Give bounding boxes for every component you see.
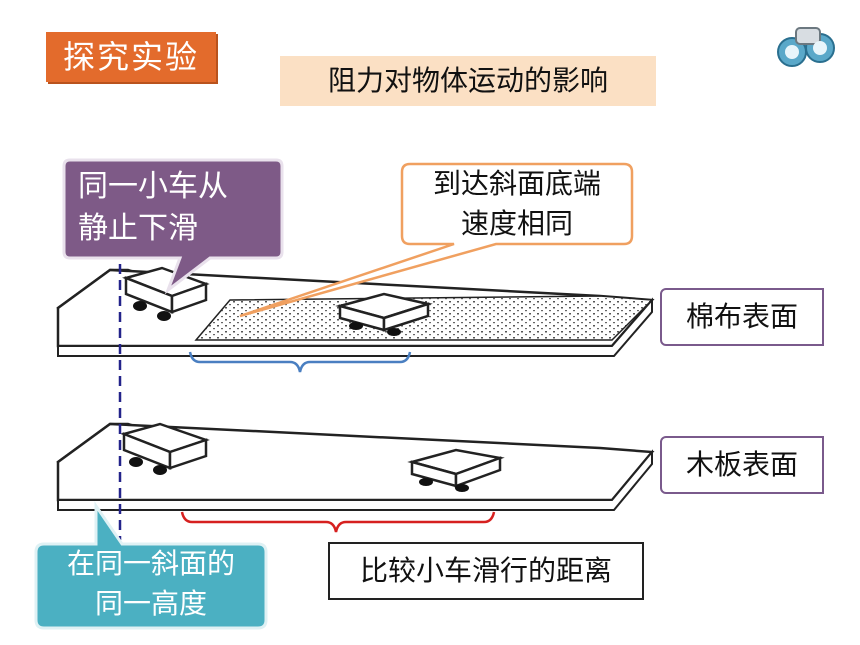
page-title: 阻力对物体运动的影响 (280, 56, 656, 106)
callout-speed-line1: 到达斜面底端 (432, 167, 601, 200)
callout-speed-line2: 速度相同 (460, 207, 573, 240)
callout-start-line1: 同一小车从 (78, 169, 228, 204)
callout-height-shape (34, 501, 268, 630)
cart-bottom-start (120, 422, 210, 475)
callout-height: 在同一斜面的 同一高度 (36, 544, 266, 624)
experiment-tag: 探究实验 (46, 32, 216, 82)
callout-start-line2: 静止下滑 (78, 211, 198, 246)
binoculars-icon (777, 27, 835, 67)
brace-wood (180, 511, 496, 533)
cart-top-end (335, 292, 433, 336)
callout-height-line1: 在同一斜面的 (66, 547, 235, 580)
callout-height-line2: 同一高度 (94, 587, 207, 620)
cart-bottom-end (407, 448, 505, 492)
surface-label-wood: 木板表面 (660, 436, 824, 494)
surface-label-cloth: 棉布表面 (660, 288, 824, 346)
callout-start: 同一小车从 静止下滑 (78, 166, 278, 250)
cart-top-start (122, 266, 210, 321)
brace-cloth (188, 351, 412, 373)
callout-speed: 到达斜面底端 速度相同 (404, 164, 630, 244)
compare-label: 比较小车滑行的距离 (328, 542, 644, 600)
callout-speed-shape (239, 162, 634, 318)
callout-start-shape (62, 158, 284, 295)
